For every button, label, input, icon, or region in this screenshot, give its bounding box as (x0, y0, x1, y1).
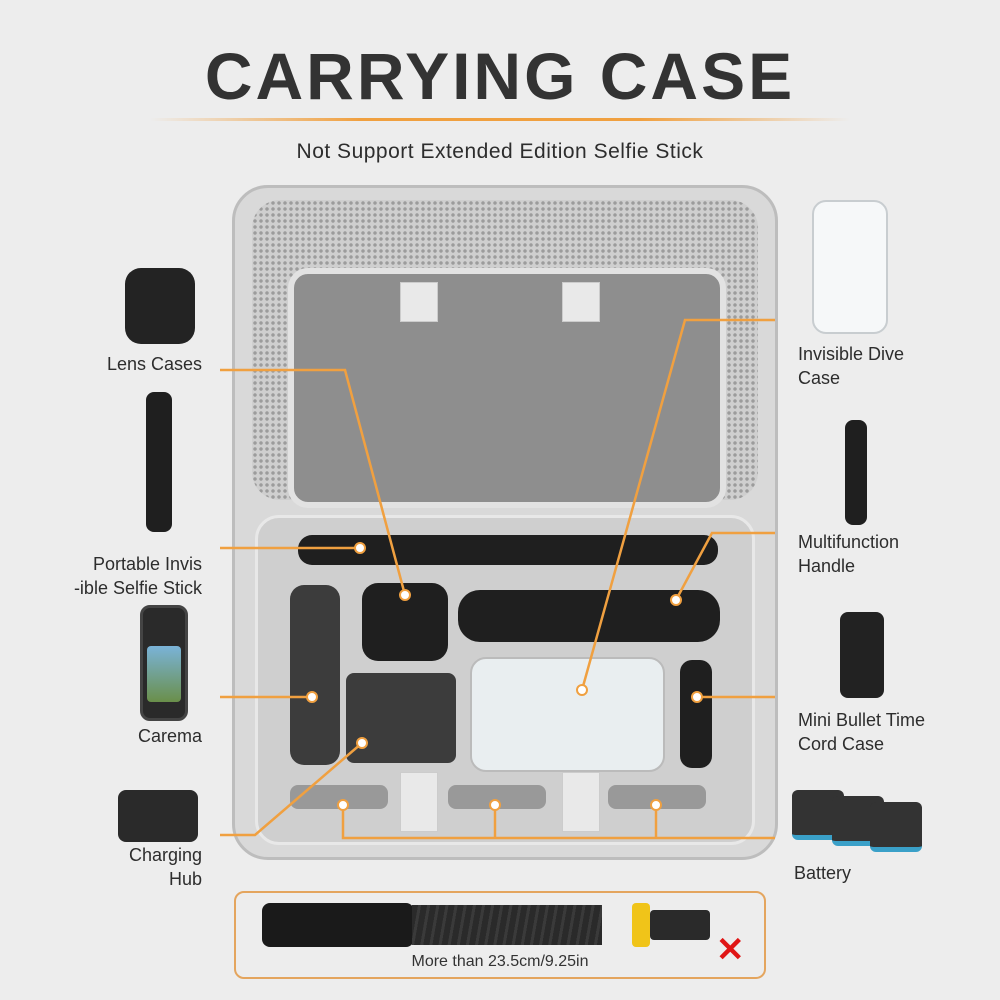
label-line: Mini Bullet Time (798, 710, 926, 730)
bullet-case-in-case (680, 660, 712, 768)
lens-cases-image (125, 268, 195, 344)
camera-image (140, 605, 188, 721)
charging-hub-image (118, 790, 198, 842)
label-line: Charging (128, 845, 202, 865)
selfie-stick-in-case (298, 535, 718, 565)
not-supported-x-icon: ✕ (716, 931, 745, 969)
label-line: Portable Invis (92, 554, 202, 574)
extended-stick-grip (262, 903, 414, 947)
label-camera: Carema (137, 726, 202, 746)
case-lid-panel (288, 268, 726, 508)
label-selfie-stick: Portable Invis -ible Selfie Stick (20, 552, 202, 600)
dive-case-image (812, 200, 888, 334)
extended-stick-ring (632, 903, 650, 947)
label-line: Multifunction (798, 532, 900, 552)
subtitle: Not Support Extended Edition Selfie Stic… (296, 140, 704, 163)
extended-stick-shaft (412, 905, 602, 945)
label-line: -ible Selfie Stick (73, 578, 202, 598)
battery-image (870, 802, 922, 852)
label-line: Case (798, 368, 841, 388)
multifunction-handle-image (845, 420, 867, 525)
extended-stick-tip (650, 910, 710, 940)
label-line: Hub (168, 869, 202, 889)
bullet-cord-case-image (840, 612, 884, 698)
length-note: More than 23.5cm/9.25in (411, 953, 589, 970)
tray-strap (400, 772, 438, 832)
lid-strap (562, 282, 600, 322)
tray-strap (562, 772, 600, 832)
unsupported-stick-box (234, 891, 766, 979)
page-title: CARRYING CASE (204, 39, 796, 113)
label-line: Invisible Dive (798, 344, 905, 364)
label-line: Handle (798, 556, 856, 576)
label-battery: Battery (794, 863, 852, 883)
label-lens-cases: Lens Cases (106, 354, 202, 374)
lid-strap (400, 282, 438, 322)
label-line: Cord Case (798, 734, 885, 754)
selfie-stick-image (146, 392, 172, 532)
camera-in-case (290, 585, 340, 765)
dive-case-in-case (470, 657, 665, 772)
title-underline (150, 118, 850, 121)
